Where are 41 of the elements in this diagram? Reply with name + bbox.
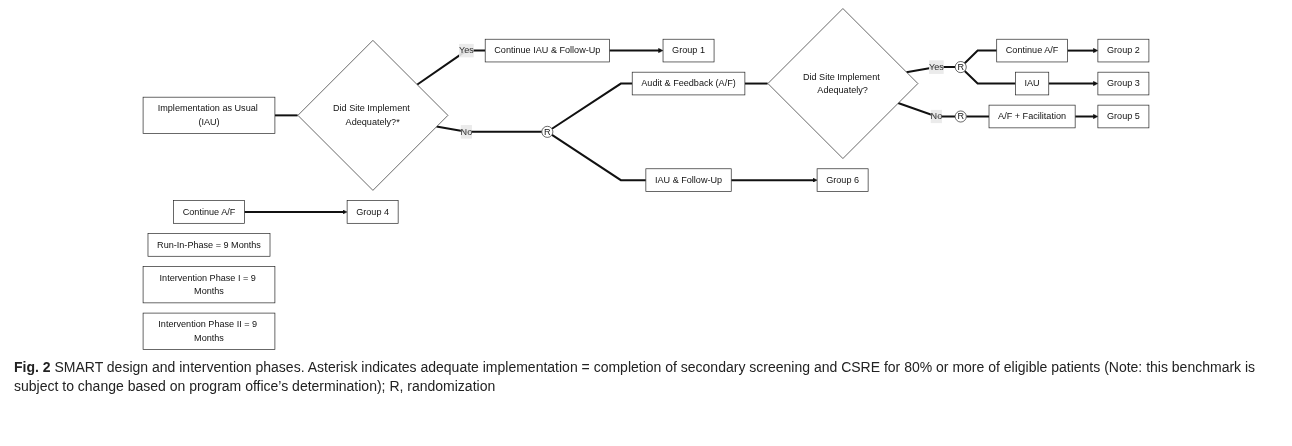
arrow (1066, 48, 1099, 54)
connector (551, 82, 634, 130)
arrow (608, 48, 664, 54)
node-box: Implementation as Usual (IAU) (142, 96, 276, 134)
node-box: Continue IAU & Follow-Up (484, 38, 610, 63)
arrow (1047, 81, 1099, 87)
edge-label: No (930, 111, 943, 122)
arrow (730, 177, 818, 183)
node-circle: R (541, 125, 554, 138)
node-box: Group 2 (1097, 38, 1150, 63)
node-box: Continue A/F (173, 200, 245, 224)
node-box: Run-In-Phase = 9 Months (147, 233, 271, 257)
edge-label: No (460, 126, 473, 137)
node-diamond: Did Site Implement Adequately? (767, 8, 919, 159)
node-diamond: Did Site Implement Adequately?* (297, 40, 449, 191)
node-box: Group 3 (1097, 71, 1150, 96)
connector (963, 49, 998, 65)
connector (897, 102, 957, 118)
node-box: IAU (1015, 71, 1050, 96)
node-box: Intervention Phase I = 9 Months (142, 266, 276, 304)
node-box: A/F + Facilitation (988, 104, 1076, 129)
connector (965, 115, 990, 118)
node-box: Intervention Phase II = 9 Months (142, 312, 276, 350)
node-box: Audit & Feedback (A/F) (631, 71, 746, 96)
node-box: IAU & Follow-Up (645, 168, 732, 192)
node-box: Continue A/F (996, 38, 1068, 63)
node-circle: R (954, 61, 967, 73)
node-box: Group 1 (662, 38, 715, 63)
node-box: Group 6 (816, 168, 869, 192)
arrow (1074, 114, 1099, 119)
arrow (243, 209, 348, 215)
node-circle: R (954, 110, 967, 123)
connector (551, 133, 647, 182)
edge-label: Yes (459, 45, 474, 56)
edge-label: Yes (928, 61, 944, 72)
figure-caption: Fig. 2 SMART design and intervention phases. Asterisk indicates adequate implementation = completion of secondary screening and CSRE for 80% or more of eligible patients (Note: this benchmark is subject to change based on program office’s determination); R, randomization (14, 358, 1257, 396)
node-box: Group 4 (346, 200, 399, 224)
connector (273, 114, 299, 117)
connector (963, 69, 1017, 85)
node-box: Group 5 (1097, 104, 1150, 129)
connector (743, 82, 769, 85)
